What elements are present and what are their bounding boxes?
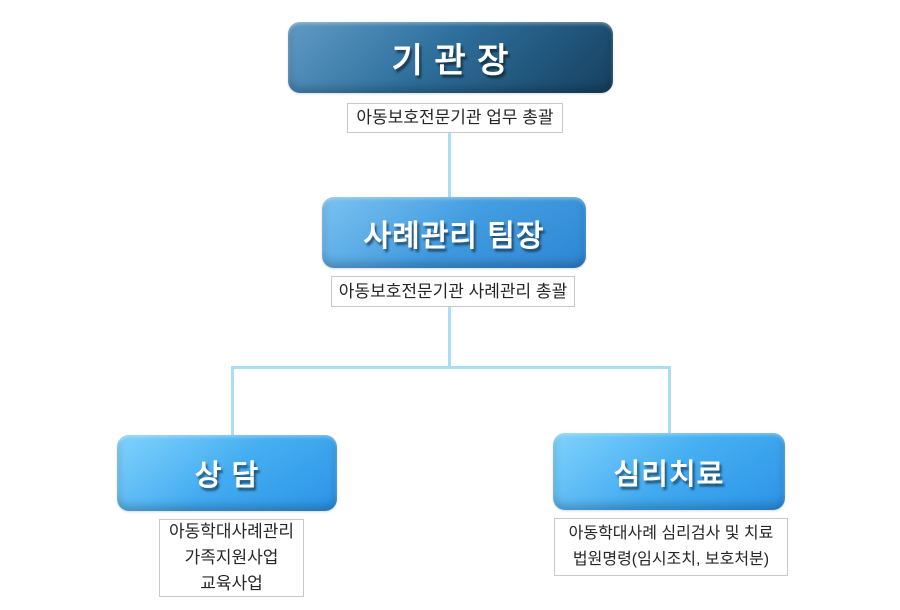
connector-leader-down — [448, 307, 451, 368]
node-counseling: 상 담 — [117, 435, 337, 511]
caption-director-text: 아동보호전문기관 업무 총괄 — [356, 108, 554, 127]
caption-counseling: 아동학대사례관리 가족지원사업 교육사업 — [159, 519, 304, 597]
connector-horizontal — [231, 366, 671, 369]
node-director-title: 기 관 장 — [391, 42, 510, 80]
connector-drop-psychotherapy — [668, 366, 671, 434]
caption-psychotherapy: 아동학대사례 심리검사 및 치료 법원명령(임시조치, 보호처분) — [554, 518, 788, 576]
node-psychotherapy: 심리치료 — [553, 433, 785, 510]
caption-counseling-line-1: 아동학대사례관리 — [168, 522, 295, 541]
connector-drop-counseling — [231, 366, 234, 436]
node-counseling-title: 상 담 — [194, 460, 260, 492]
caption-counseling-line-2: 가족지원사업 — [184, 548, 279, 567]
caption-counseling-line-3: 교육사업 — [200, 574, 263, 593]
caption-team-leader: 아동보호전문기관 사례관리 총괄 — [331, 276, 575, 307]
connector-root-to-leader — [448, 133, 451, 197]
node-team-leader: 사례관리 팀장 — [322, 197, 586, 268]
caption-psychotherapy-line-2: 법원명령(임시조치, 보호처분) — [572, 551, 770, 568]
caption-team-leader-text: 아동보호전문기관 사례관리 총괄 — [338, 281, 568, 301]
node-team-leader-title: 사례관리 팀장 — [363, 219, 545, 253]
node-psychotherapy-title: 심리치료 — [613, 458, 725, 491]
caption-director: 아동보호전문기관 업무 총괄 — [347, 103, 563, 133]
caption-psychotherapy-line-1: 아동학대사례 심리검사 및 치료 — [568, 525, 774, 542]
node-director: 기 관 장 — [288, 22, 613, 93]
